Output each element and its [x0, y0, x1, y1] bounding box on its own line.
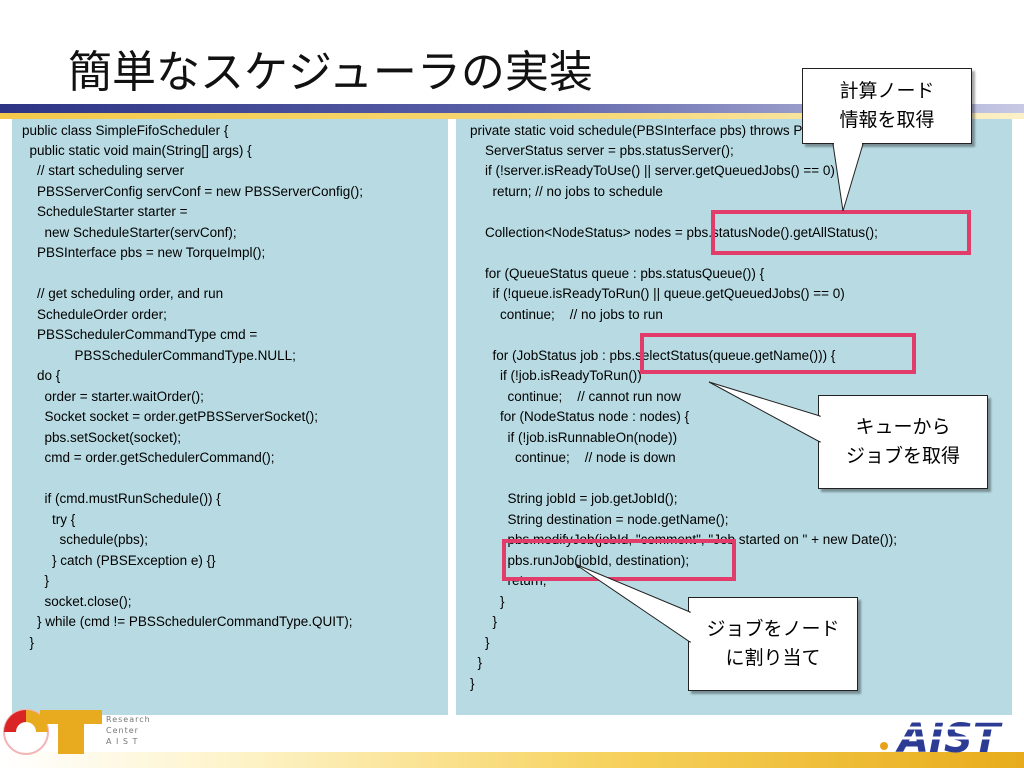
code-line: }: [22, 573, 50, 588]
code-line: continue; // cannot run now: [470, 389, 681, 404]
code-line: }: [470, 635, 490, 650]
header-band: [0, 104, 1024, 113]
code-line: if (!server.isReadyToUse() || server.get…: [470, 163, 835, 178]
callout-text-line: キューから: [855, 416, 951, 438]
callout-text-line: 情報を取得: [839, 109, 935, 131]
code-line: public static void main(String[] args) {: [22, 143, 252, 158]
research-center-logo: [3, 709, 102, 755]
code-line: Collection<NodeStatus> nodes = pbs.statu…: [470, 225, 878, 240]
code-line: schedule(pbs);: [22, 532, 149, 547]
code-line: String destination = node.getName();: [470, 512, 729, 527]
code-line: for (QueueStatus queue : pbs.statusQueue…: [470, 266, 765, 281]
callout-text-line: 計算ノード: [839, 80, 935, 102]
code-line: continue; // no jobs to run: [470, 307, 663, 322]
code-line: order = starter.waitOrder();: [22, 389, 204, 404]
code-line: cmd = order.getSchedulerCommand();: [22, 450, 275, 465]
header-band-accent: [0, 113, 1024, 119]
highlight-select-status: [640, 333, 916, 374]
code-line: public class SimpleFifoScheduler {: [22, 123, 229, 138]
highlight-get-all-status: [711, 210, 971, 255]
code-line: ScheduleStarter starter =: [22, 204, 188, 219]
callout-queue-jobs: キューから ジョブを取得: [708, 381, 988, 489]
research-center-text: Research Center A I S T: [106, 715, 151, 746]
code-line: }: [470, 614, 498, 629]
code-line: // get scheduling order, and run: [22, 286, 224, 301]
code-line: ScheduleOrder order;: [22, 307, 167, 322]
code-line: PBSSchedulerCommandType cmd =: [22, 327, 258, 342]
code-line: pbs.runJob(jobId, destination);: [470, 553, 690, 568]
code-line: new ScheduleStarter(servConf);: [22, 225, 237, 240]
code-line: PBSServerConfig servConf = new PBSServer…: [22, 184, 364, 199]
callout-tail: [832, 143, 864, 212]
code-line: for (NodeStatus node : nodes) {: [470, 409, 690, 424]
code-panel-left: public class SimpleFifoScheduler { publi…: [12, 119, 448, 715]
code-line: if (!job.isRunnableOn(node)): [470, 430, 678, 445]
slide-title: 簡単なスケジューラの実装: [68, 47, 593, 98]
footer-band: [0, 752, 1024, 768]
code-line: return; // no jobs to schedule: [470, 184, 663, 199]
code-line: for (JobStatus job : pbs.selectStatus(qu…: [470, 348, 836, 363]
code-line: if (!job.isReadyToRun()): [470, 368, 642, 383]
code-line: }: [470, 594, 505, 609]
code-line: ServerStatus server = pbs.statusServer()…: [470, 143, 734, 158]
code-line: }: [470, 655, 483, 670]
code-line: } catch (PBSException e) {}: [22, 553, 216, 568]
code-line: String jobId = job.getJobId();: [470, 491, 678, 506]
code-line: PBSSchedulerCommandType.NULL;: [22, 348, 296, 363]
code-line: }: [22, 635, 35, 650]
code-line: socket.close();: [22, 594, 132, 609]
code-line: if (!queue.isReadyToRun() || queue.getQu…: [470, 286, 845, 301]
code-line: do {: [22, 368, 61, 383]
callout-text-line: ジョブを取得: [845, 445, 960, 467]
callout-node-info: 計算ノード 情報を取得: [802, 68, 972, 212]
code-line: // start scheduling server: [22, 163, 185, 178]
highlight-run-job: [502, 539, 736, 581]
code-line: Socket socket = order.getPBSServerSocket…: [22, 409, 319, 424]
code-line: PBSInterface pbs = new TorqueImpl();: [22, 245, 266, 260]
aist-logo: AIST: [880, 716, 1016, 758]
code-line: }: [470, 676, 475, 691]
callout-text-line: ジョブをノード: [706, 618, 840, 640]
callout-text-line: に割り当て: [725, 647, 821, 669]
callout-assign: ジョブをノード に割り当て: [574, 563, 858, 691]
callout-tail: [574, 563, 691, 643]
code-line: pbs.setSocket(socket);: [22, 430, 182, 445]
code-line: continue; // node is down: [470, 450, 676, 465]
callout-tail: [708, 381, 821, 443]
code-line: } while (cmd != PBSSchedulerCommandType.…: [22, 614, 353, 629]
code-line: if (cmd.mustRunSchedule()) {: [22, 491, 221, 506]
code-line: try {: [22, 512, 76, 527]
